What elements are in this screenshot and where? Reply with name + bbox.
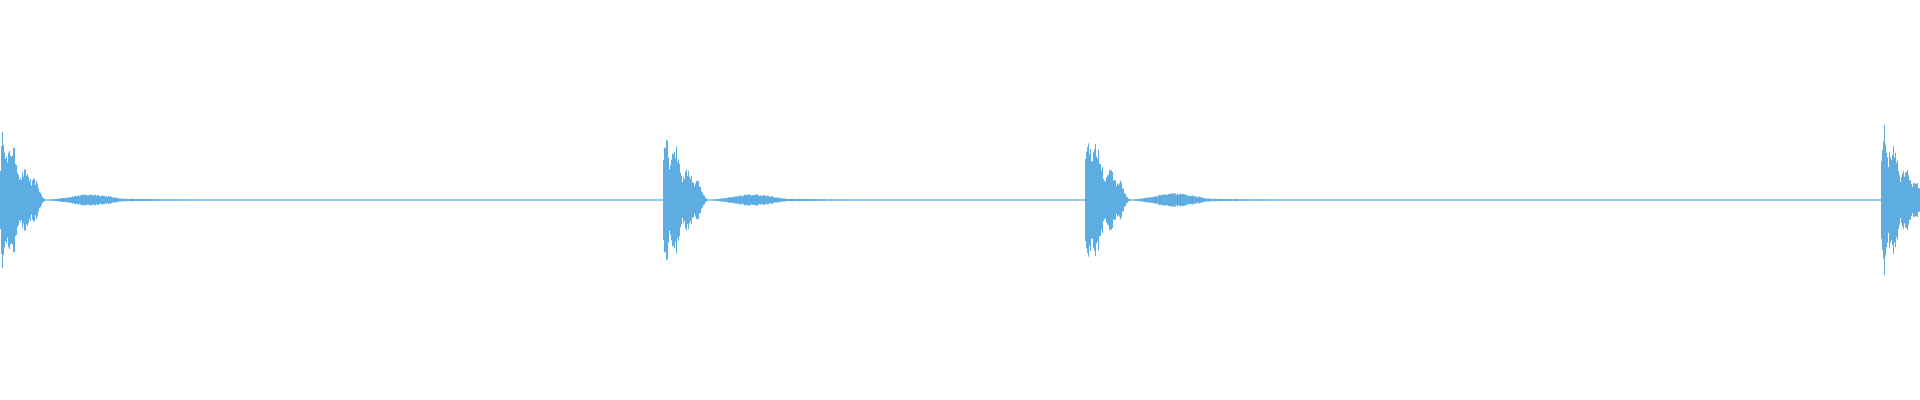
waveform-transient-4 [1877, 100, 1917, 300]
waveform-transient-1 [0, 100, 40, 300]
waveform-trace [0, 125, 1920, 275]
waveform-transient-2 [659, 100, 699, 300]
waveform-transient-3 [1081, 100, 1121, 300]
